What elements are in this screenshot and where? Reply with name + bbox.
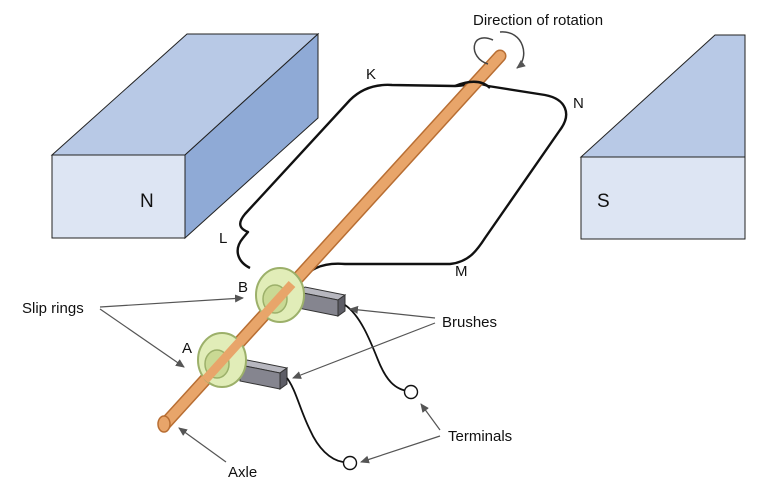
magnet-south: S — [579, 34, 746, 240]
label-coil-n: N — [573, 95, 584, 112]
magnet-south-top — [579, 34, 746, 158]
brush-upper-end — [337, 294, 346, 317]
pointer-brushes-lower — [292, 322, 436, 379]
label-brushes: Brushes — [442, 314, 497, 331]
axle-through-rings — [201, 280, 296, 384]
brush-upper — [296, 286, 347, 317]
pointer-slip-rings-a — [99, 308, 185, 368]
label-terminals: Terminals — [448, 428, 512, 445]
label-coil-k: K — [366, 66, 376, 83]
label-coil-m: M — [455, 263, 468, 280]
label-ring-a: A — [182, 340, 192, 357]
pointer-terminals-upper — [420, 403, 441, 431]
magnet-south-label: S — [597, 191, 610, 212]
wire-lower — [286, 377, 344, 463]
axle-end — [157, 415, 171, 433]
pointer-terminals-lower — [360, 435, 441, 464]
terminal-upper — [403, 384, 419, 400]
rotation-arrow-icon — [473, 31, 526, 69]
pointer-axle — [178, 427, 227, 463]
pointer-slip-rings-b — [99, 294, 244, 308]
magnet-north: N — [50, 32, 320, 240]
label-slip-rings: Slip rings — [22, 300, 84, 317]
magnet-north-front — [51, 154, 186, 239]
coil-front-segment — [454, 80, 491, 89]
wire-upper — [344, 304, 410, 392]
magnet-north-label: N — [140, 191, 154, 212]
label-ring-b: B — [238, 279, 248, 296]
magnet-south-front — [580, 156, 746, 240]
label-direction-of-rotation: Direction of rotation — [473, 12, 603, 29]
terminal-lower — [342, 455, 358, 471]
brush-lower — [238, 359, 289, 390]
label-coil-l: L — [219, 230, 227, 247]
brush-lower-end — [279, 367, 288, 390]
label-axle: Axle — [228, 464, 257, 481]
pointer-brushes-upper — [349, 305, 436, 319]
